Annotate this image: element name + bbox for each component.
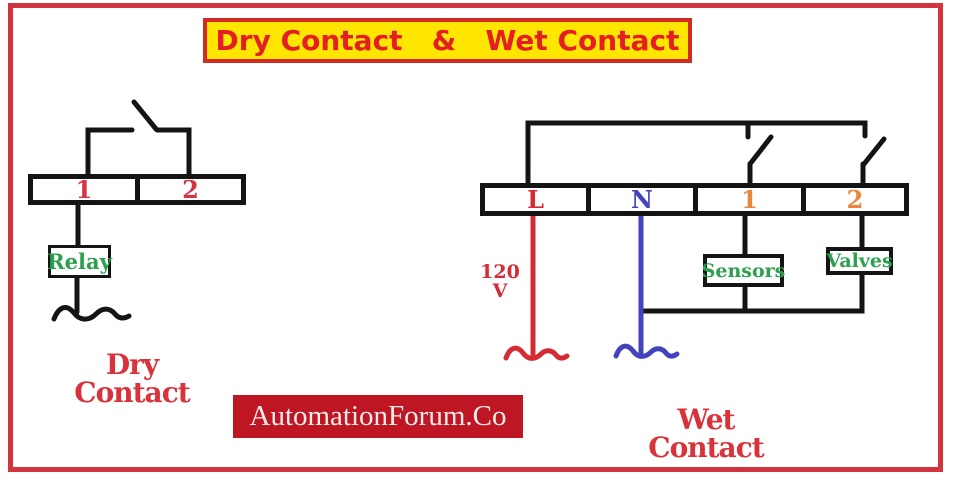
wet-terminal-2: 2 [846, 184, 864, 214]
title-banner: Dry Contact & Wet Contact [203, 18, 692, 63]
voltage-label: 120 V [480, 261, 520, 302]
dry-terminal-block: 1 2 [28, 174, 246, 205]
wet-terminal-block: L N 1 2 [480, 183, 909, 216]
wet-contact-caption: Wet Contact [648, 403, 764, 464]
sensors-label: Sensors [701, 259, 786, 282]
wet-terminal-1: 1 [698, 187, 806, 211]
brand-banner: AutomationForum.Co [233, 395, 523, 438]
wet-terminal-N: N [591, 187, 698, 211]
dry-terminal-2: 2 [182, 174, 199, 204]
wet-terminal-L: L [485, 187, 591, 211]
valves-label: Valves [826, 250, 893, 272]
page-title: Dry Contact & Wet Contact [215, 24, 680, 57]
dry-terminal-1: 1 [33, 177, 140, 201]
dry-contact-caption: Dry Contact [74, 348, 190, 409]
valves-load-box: Valves [826, 247, 893, 275]
sensors-load-box: Sensors [701, 254, 786, 287]
relay-load-box: Relay [47, 245, 112, 278]
relay-label: Relay [47, 249, 112, 274]
brand-text: AutomationForum.Co [249, 400, 507, 432]
outer-frame-border [8, 3, 943, 472]
